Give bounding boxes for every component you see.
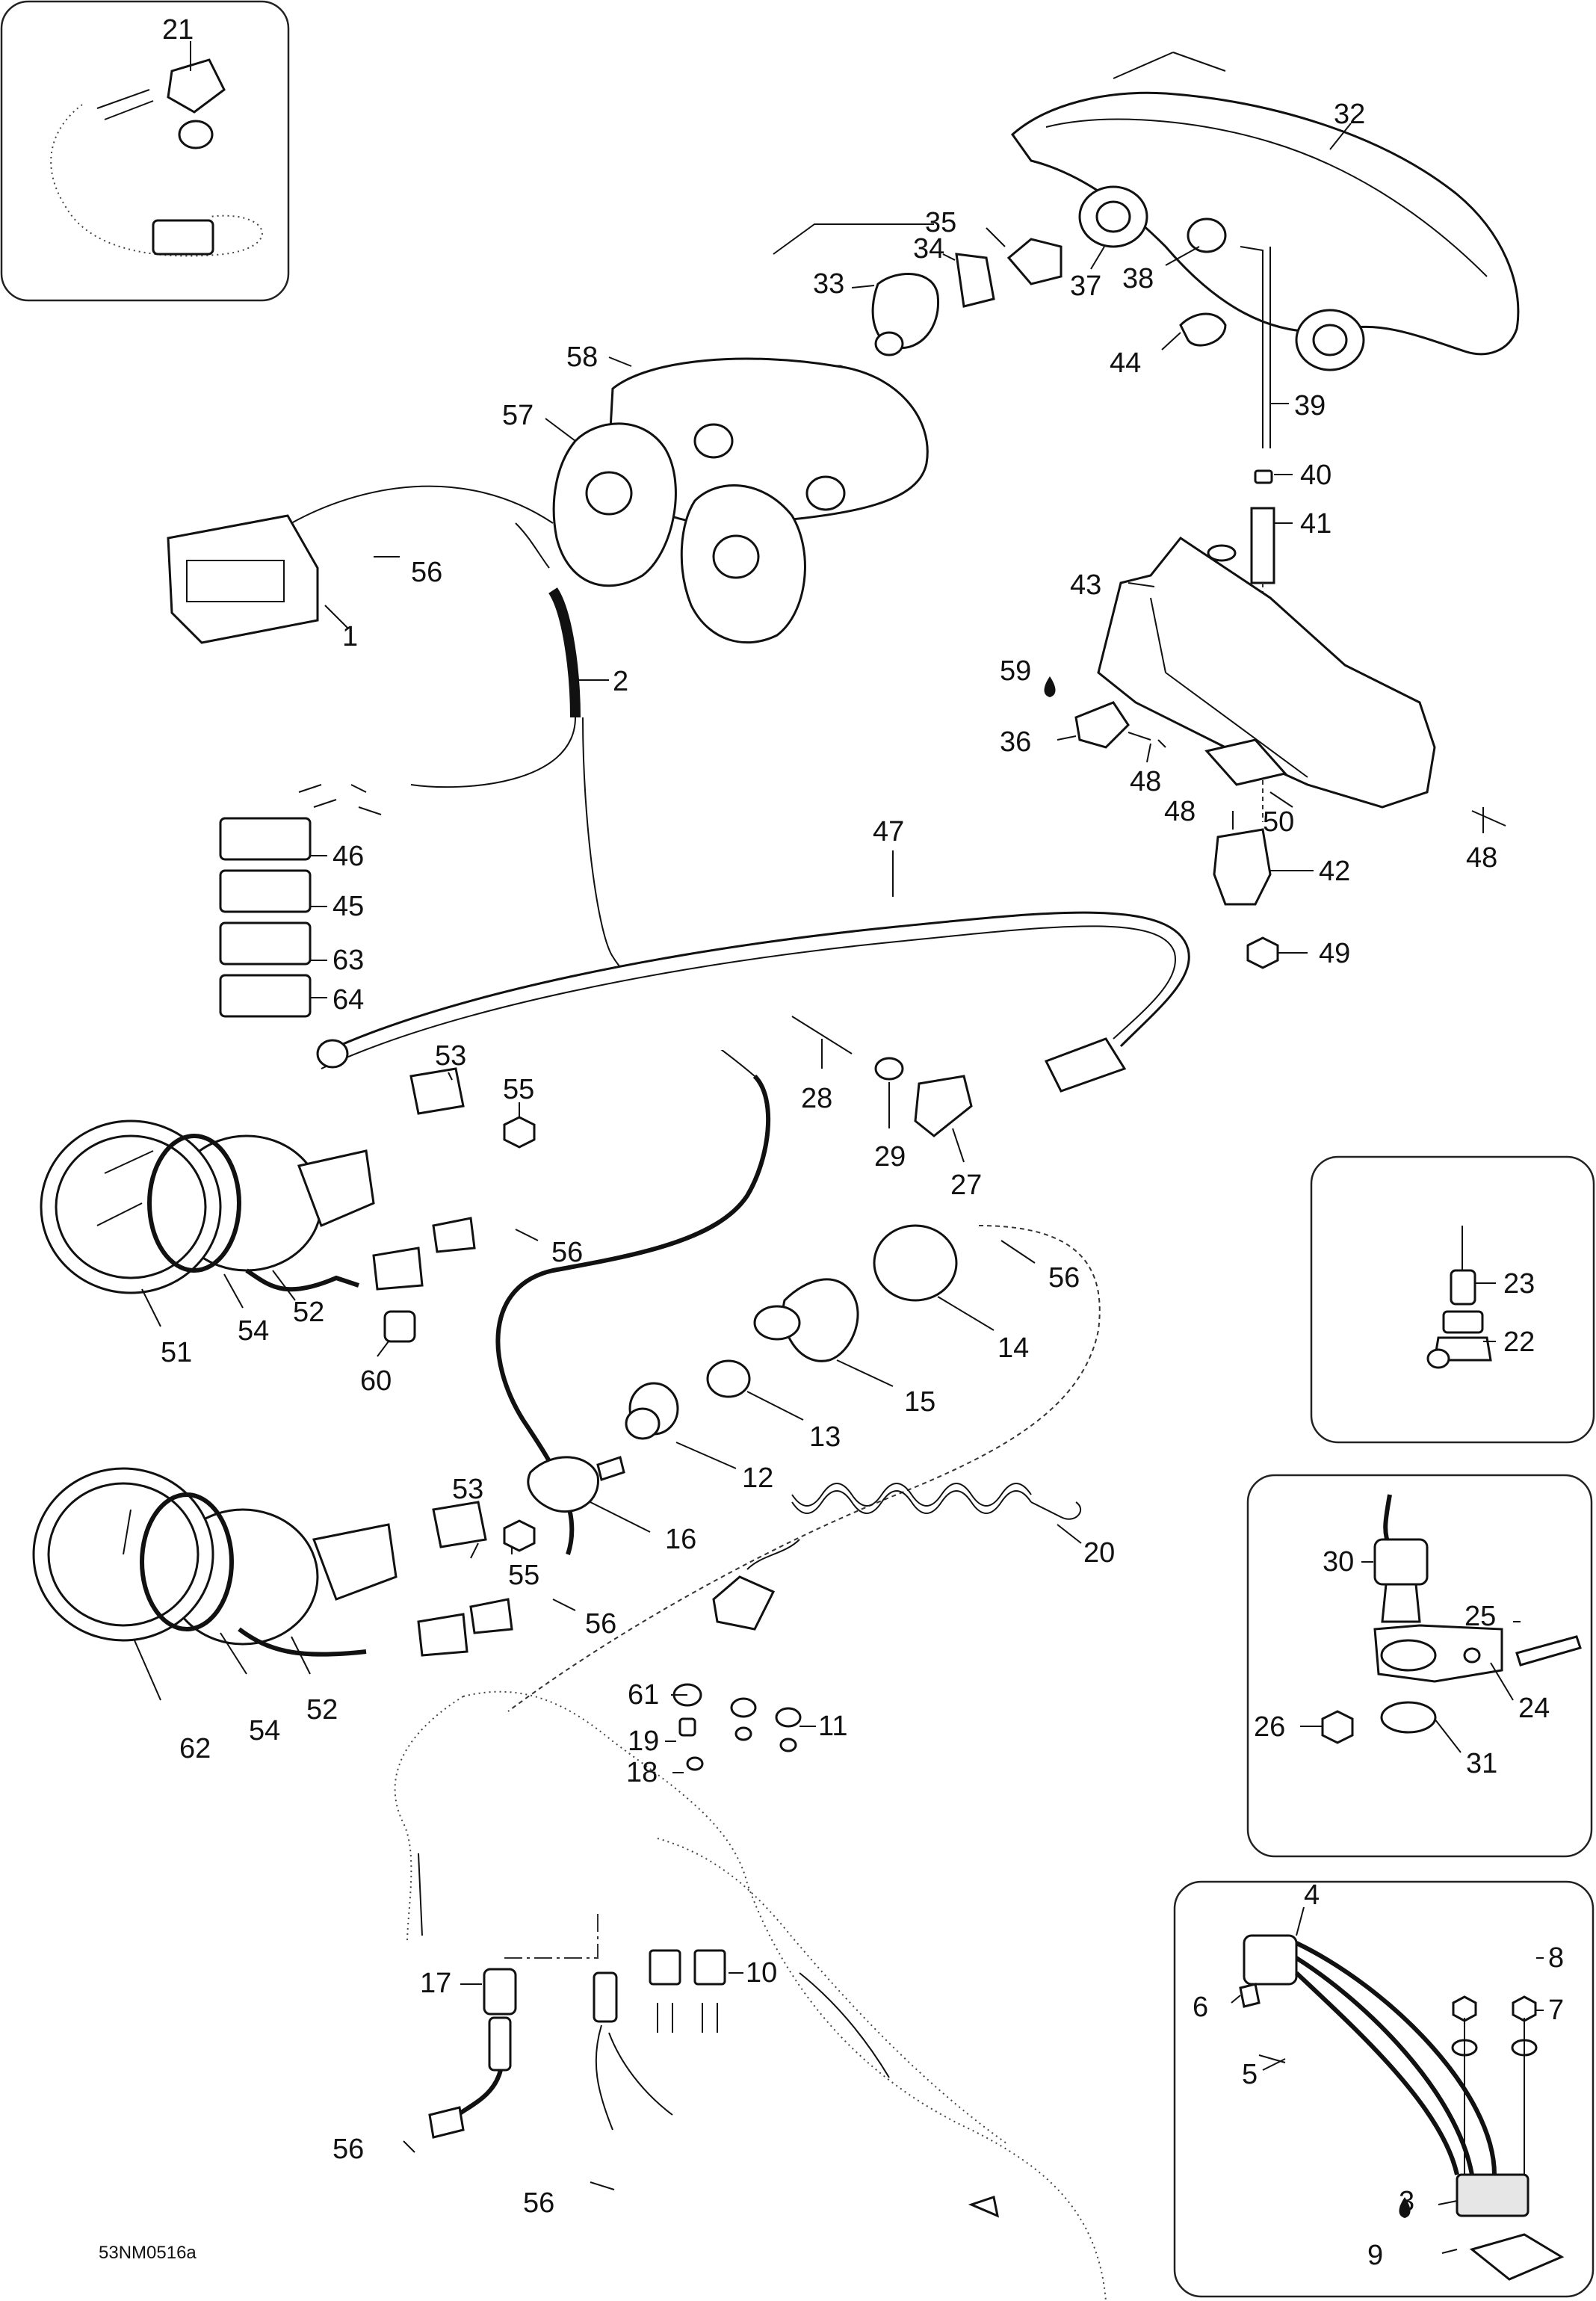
callout-56c: 56 [1048, 1262, 1080, 1294]
callout-6: 6 [1193, 1992, 1208, 2023]
callout-17: 17 [420, 1968, 451, 1999]
safety-lanyard [712, 1483, 1081, 1631]
callout-1: 1 [342, 621, 358, 652]
callout-32: 32 [1334, 99, 1365, 130]
callout-62: 62 [179, 1733, 211, 1764]
ignition-switch [507, 1224, 1101, 1712]
callout-29: 29 [874, 1141, 906, 1173]
callout-43: 43 [1070, 569, 1101, 601]
callouts: 1 2 3 4 5 6 7 8 9 10 11 12 13 14 15 16 1… [134, 14, 1564, 2271]
callout-40: 40 [1300, 460, 1331, 491]
callout-15: 15 [904, 1386, 935, 1418]
callout-5: 5 [1242, 2059, 1258, 2090]
drawing-code: 53NM0516a [99, 2243, 197, 2263]
callout-25: 25 [1464, 1601, 1496, 1632]
callout-4: 4 [1304, 1880, 1320, 1911]
callout-56b: 56 [551, 1237, 583, 1268]
headlight-bracket [1044, 469, 1506, 969]
callout-24: 24 [1518, 1693, 1550, 1724]
callout-54: 54 [238, 1315, 269, 1347]
callout-23: 23 [1503, 1268, 1535, 1300]
callout-60: 60 [360, 1365, 392, 1397]
callout-63: 63 [332, 945, 364, 976]
callout-31: 31 [1466, 1748, 1497, 1779]
callout-30: 30 [1323, 1546, 1354, 1578]
callout-52b: 52 [306, 1694, 338, 1726]
callout-18: 18 [626, 1757, 658, 1788]
wiring-harness [167, 485, 771, 1555]
mounting-plates [552, 357, 929, 644]
callout-7: 7 [1548, 1995, 1564, 2026]
callout-56: 56 [411, 557, 442, 588]
callout-36: 36 [1000, 726, 1031, 758]
callout-53b: 53 [452, 1474, 483, 1505]
callout-37: 37 [1070, 271, 1101, 302]
callout-48c: 48 [1466, 842, 1497, 874]
callout-55: 55 [503, 1074, 534, 1105]
callout-45: 45 [332, 891, 364, 922]
callout-44: 44 [1110, 348, 1141, 379]
callout-47: 47 [873, 816, 904, 847]
console-fasteners [428, 1683, 802, 2139]
callout-34: 34 [913, 233, 944, 265]
callout-8: 8 [1548, 1942, 1564, 1974]
callout-14: 14 [998, 1332, 1029, 1364]
callout-41: 41 [1300, 508, 1331, 540]
callout-10: 10 [746, 1957, 777, 1989]
speedometer-cable [316, 911, 1190, 1137]
callout-50: 50 [1263, 806, 1294, 838]
inset-sender-bracket [1246, 1474, 1593, 1858]
callout-19: 19 [628, 1726, 659, 1757]
inset-cdi-module [1173, 1880, 1595, 2298]
callout-12: 12 [742, 1463, 773, 1494]
inset-key-switch [0, 0, 290, 302]
callout-20: 20 [1083, 1537, 1115, 1569]
callout-13: 13 [809, 1421, 841, 1453]
callout-59: 59 [1000, 655, 1031, 687]
headlight-housing [1010, 52, 1520, 448]
bulb-and-socket [773, 223, 1227, 409]
callout-48b: 48 [1164, 796, 1196, 827]
inset-fuel-valve [1310, 1155, 1595, 1444]
tachometer-gauge [40, 1067, 536, 1343]
callout-11: 11 [818, 1711, 847, 1742]
callout-21: 21 [162, 14, 194, 46]
callout-57: 57 [502, 400, 533, 431]
callout-9: 9 [1367, 2240, 1383, 2271]
callout-56d: 56 [585, 1608, 616, 1640]
callout-22: 22 [1503, 1326, 1535, 1358]
body-panel-outline [394, 1690, 1107, 2301]
callout-16: 16 [665, 1524, 696, 1555]
callout-2: 2 [613, 666, 628, 697]
callout-42: 42 [1319, 856, 1350, 887]
callout-51: 51 [161, 1337, 192, 1368]
callout-3: 3 [1399, 2186, 1414, 2217]
callout-46: 46 [332, 841, 364, 872]
callout-52: 52 [293, 1297, 324, 1328]
callout-39: 39 [1294, 390, 1326, 421]
callout-53: 53 [435, 1040, 466, 1072]
callout-61: 61 [628, 1679, 659, 1711]
callout-56f: 56 [523, 2187, 554, 2219]
callout-54b: 54 [249, 1715, 280, 1746]
callout-35: 35 [925, 207, 956, 238]
callout-28: 28 [801, 1083, 832, 1114]
speedometer-gauge [32, 1467, 536, 1657]
rocker-switches [219, 817, 312, 1018]
callout-27: 27 [950, 1170, 982, 1201]
callout-55b: 55 [508, 1560, 539, 1591]
callout-33: 33 [813, 268, 844, 300]
callout-38: 38 [1122, 263, 1154, 294]
callout-49: 49 [1319, 938, 1350, 969]
callout-56e: 56 [332, 2134, 364, 2165]
callout-64: 64 [332, 984, 364, 1016]
callout-48: 48 [1130, 766, 1161, 797]
callout-26: 26 [1254, 1711, 1285, 1743]
callout-58: 58 [566, 342, 598, 373]
